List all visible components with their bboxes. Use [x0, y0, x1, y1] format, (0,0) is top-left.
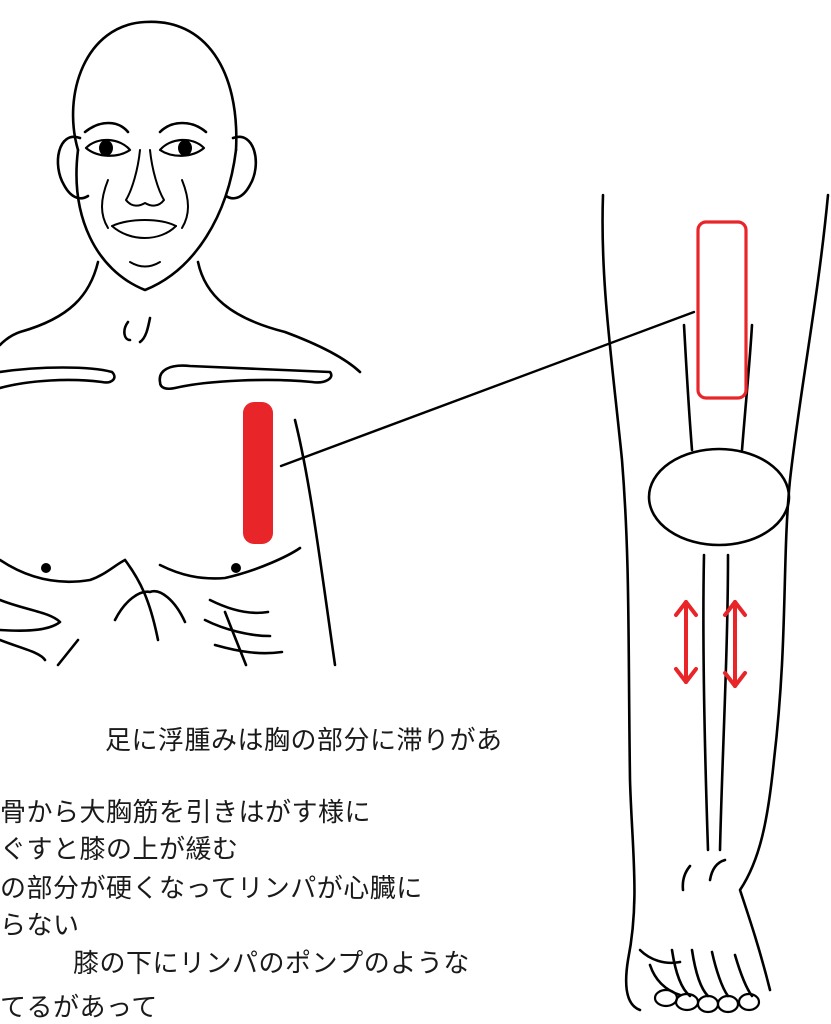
caption-line-7: てるがあって [0, 987, 158, 1024]
clavicles [0, 366, 331, 389]
caption-line-5: らない [0, 905, 80, 942]
face-details [102, 150, 188, 267]
head-drawing [58, 22, 256, 290]
caption-line-3: ぐすと膝の上が緩む [0, 829, 239, 866]
right-nipple [231, 563, 241, 573]
chest-highlight-bar [243, 402, 273, 544]
torso-outline [0, 420, 335, 665]
neck-shoulders [0, 262, 360, 372]
kneecap-outline [649, 449, 789, 545]
right-pupil [178, 140, 192, 156]
left-nipple [41, 563, 51, 573]
leg-drawing [603, 195, 828, 1010]
caption-line-6: 膝の下にリンパのポンプのような [73, 943, 470, 980]
left-pupil [99, 140, 113, 156]
double-arrow-left [676, 602, 696, 682]
caption-line-4: の部分が硬くなってリンパが心臓に [0, 868, 423, 905]
caption-line-2: 骨から大胸筋を引きはがす様に [0, 792, 371, 829]
caption-line-1: 足に浮腫みは胸の部分に滞りがあ [105, 720, 503, 757]
connector-line [281, 312, 694, 466]
thigh-highlight-box [698, 222, 746, 398]
